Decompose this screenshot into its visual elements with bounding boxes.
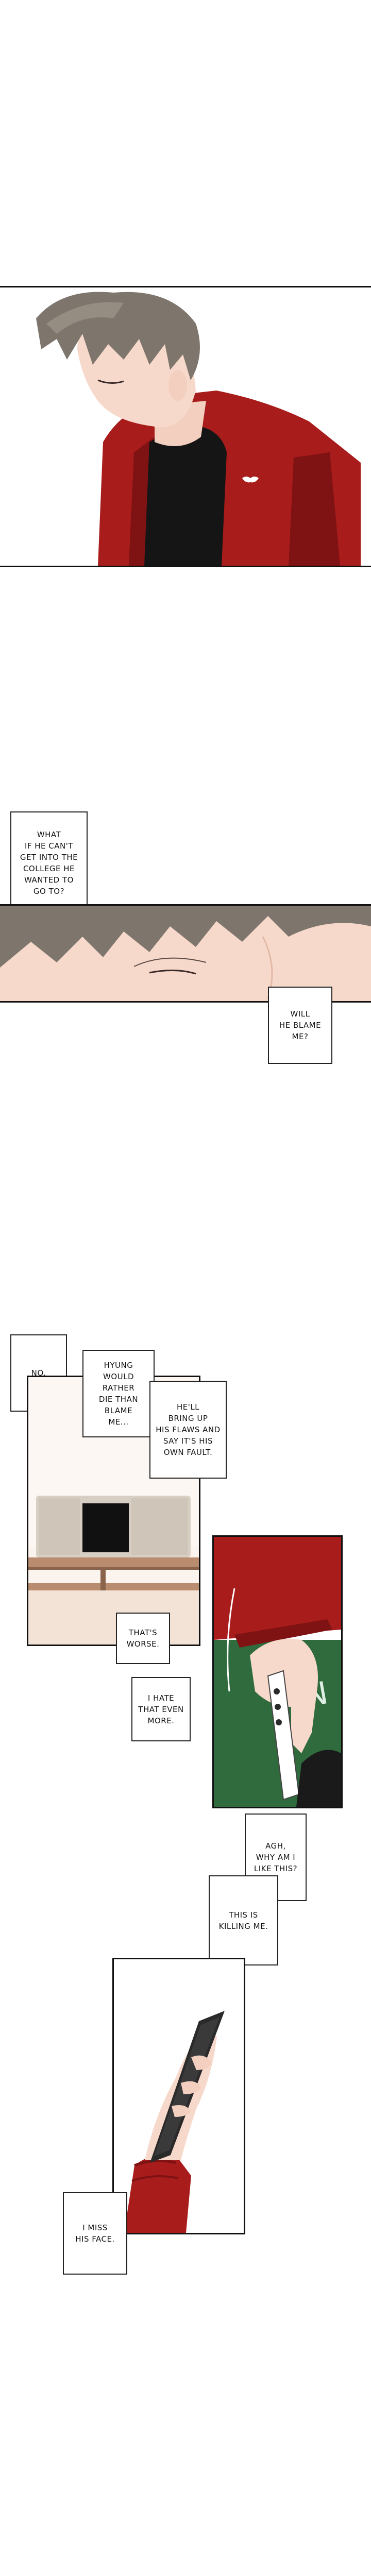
speech-bubble-blame-me: WILL HE BLAME ME?: [268, 987, 332, 1064]
speech-bubble-worse: THAT'S WORSE.: [116, 1613, 170, 1664]
panel-arm-phone: [112, 1958, 245, 2234]
speech-bubble-hate-that: I HATE THAT EVEN MORE.: [131, 1677, 191, 1741]
speech-bubble-own-fault: HE'LL BRING UP HIS FLAWS AND SAY IT'S HI…: [149, 1381, 227, 1479]
speech-bubble-miss-face: I MISS HIS FACE.: [63, 2192, 127, 2275]
panel-eye-closeup: [0, 904, 371, 1003]
speech-bubble-college-worry: WHAT IF HE CAN'T GET INTO THE COLLEGE HE…: [10, 811, 88, 914]
hand-phone-jersey-illustration: N: [214, 1537, 341, 1807]
panel-boy-red-jacket: [0, 286, 371, 567]
speech-bubble-killing-me: THIS IS KILLING ME.: [209, 1875, 278, 1965]
panel-hand-phone-jersey: N: [212, 1535, 343, 1808]
arm-phone-illustration: [114, 1959, 244, 2233]
eye-closeup-illustration: [0, 906, 371, 1001]
boy-red-jacket-illustration: [0, 287, 371, 566]
speech-bubble-rather-die: HYUNG WOULD RATHER DIE THAN BLAME ME...: [82, 1350, 155, 1437]
